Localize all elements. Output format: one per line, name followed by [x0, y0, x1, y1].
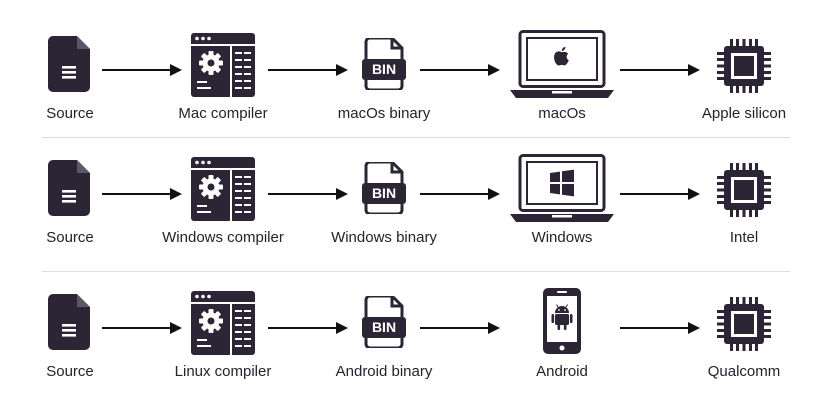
arrow-icon	[620, 322, 700, 334]
document-icon	[48, 294, 90, 350]
laptop-windows-icon	[510, 154, 614, 222]
arrow-icon	[420, 64, 500, 76]
source-label: Source	[46, 363, 94, 380]
arrow-icon	[420, 322, 500, 334]
compiler-window-gear-icon	[191, 157, 255, 221]
compiler-label: Linux compiler	[174, 363, 272, 380]
os-label: macOs	[538, 105, 586, 122]
bin-file-icon: BIN	[362, 162, 406, 214]
arrow-icon	[102, 322, 182, 334]
bin-badge: BIN	[371, 61, 397, 77]
cpu-chip-icon	[717, 163, 771, 217]
bin-badge: BIN	[371, 319, 397, 335]
arrow-icon	[620, 188, 700, 200]
bin-badge: BIN	[371, 185, 397, 201]
hardware-label: Apple silicon	[701, 105, 787, 122]
source-label: Source	[46, 105, 94, 122]
bin-file-icon: BIN	[362, 296, 406, 348]
arrow-icon	[420, 188, 500, 200]
compiler-window-gear-icon	[191, 33, 255, 97]
compiler-label: Mac compiler	[178, 105, 268, 122]
arrow-icon	[102, 188, 182, 200]
bin-file-icon: BIN	[362, 38, 406, 90]
arrow-icon	[102, 64, 182, 76]
cpu-chip-icon	[717, 297, 771, 351]
phone-android-icon	[543, 288, 581, 354]
arrow-icon	[620, 64, 700, 76]
arrow-icon	[268, 64, 348, 76]
compiler-window-gear-icon	[191, 291, 255, 355]
row-divider	[42, 271, 790, 272]
arrow-icon	[268, 322, 348, 334]
binary-label: Windows binary	[331, 229, 437, 246]
binary-label: Android binary	[335, 363, 433, 380]
os-label: Android	[536, 363, 588, 380]
source-label: Source	[46, 229, 94, 246]
row-divider	[42, 137, 790, 138]
cpu-chip-icon	[717, 39, 771, 93]
document-icon	[48, 160, 90, 216]
os-label: Windows	[531, 229, 593, 246]
pipeline-row-windows: Source	[0, 154, 825, 274]
pipeline-row-android: Source	[0, 288, 825, 408]
document-icon	[48, 36, 90, 92]
pipeline-row-mac: Source	[0, 30, 825, 150]
hardware-label: Intel	[729, 229, 759, 246]
compiler-label: Windows compiler	[162, 229, 284, 246]
arrow-icon	[268, 188, 348, 200]
hardware-label: Qualcomm	[707, 363, 781, 380]
laptop-apple-icon	[510, 30, 614, 98]
binary-label: macOs binary	[337, 105, 431, 122]
